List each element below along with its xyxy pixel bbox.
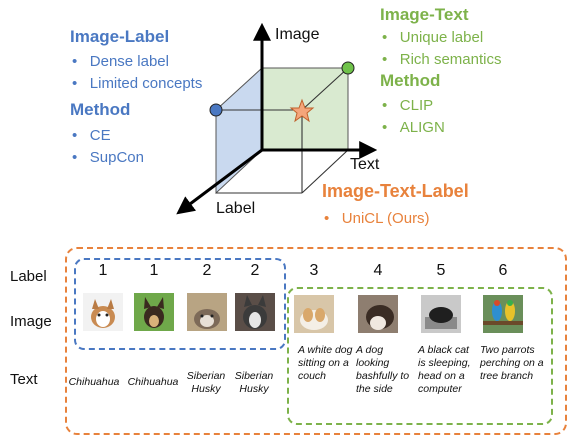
image-label-title: Image-Label xyxy=(70,27,170,46)
sample-caption: A dog looking bashfully to the side xyxy=(356,344,410,395)
image-text-point xyxy=(341,61,355,75)
image-label-bullet-1-text: Dense label xyxy=(89,53,169,70)
image-label-method-1: • CE xyxy=(72,127,111,144)
image-text-bullet-1: • Unique label xyxy=(382,29,484,46)
siberian-husky-photo xyxy=(187,293,227,331)
sample-caption: Two parrots perching on a tree branch xyxy=(480,344,544,382)
image-label-method-title: Method xyxy=(70,100,131,119)
axis-label-image: Image xyxy=(275,26,320,43)
image-text-title: Image-Text xyxy=(380,5,469,24)
row-label-image: Image xyxy=(10,313,52,330)
sample-label: 3 xyxy=(309,262,319,279)
axis-label-label: Label xyxy=(216,200,256,217)
sample-label: 1 xyxy=(149,262,159,279)
image-text-method-2: • ALIGN xyxy=(382,119,445,136)
sample-label: 2 xyxy=(202,262,212,279)
sample-caption: Siberian Husky xyxy=(234,370,274,395)
siberian-husky-photo xyxy=(235,293,275,331)
image-text-group xyxy=(287,287,553,425)
image-text-label-method-1-text: UniCL (Ours) xyxy=(341,210,430,227)
image-text-method-1-text: CLIP xyxy=(399,97,434,114)
sample-caption: A black cat is sleeping, head on a compu… xyxy=(418,344,471,395)
axis-label-text: Text xyxy=(350,156,380,173)
image-text-label-method-1: • UniCL (Ours) xyxy=(324,210,430,227)
image-text-method-1: • CLIP xyxy=(382,97,434,114)
sample-label: 1 xyxy=(98,262,108,279)
label-axis xyxy=(176,148,263,215)
chihuahua-photo xyxy=(83,293,123,331)
image-text-bullet-1-text: Unique label xyxy=(399,29,484,46)
image-text-method-title: Method xyxy=(380,71,441,90)
image-label-method-2: • SupCon xyxy=(72,149,144,166)
image-label-method-2-text: SupCon xyxy=(89,149,144,166)
image-label-bullet-1: • Dense label xyxy=(72,53,169,70)
image-label-bullet-2-text: Limited concepts xyxy=(89,75,203,92)
image-text-label-title: Image-Text-Label xyxy=(322,181,469,201)
white-dog-photo xyxy=(294,295,334,333)
image-label-point xyxy=(209,103,223,117)
row-label-label: Label xyxy=(10,268,47,285)
sample-caption: Chihuahua xyxy=(68,376,120,388)
sample-label: 5 xyxy=(436,262,446,279)
image-label-bullet-2: • Limited concepts xyxy=(72,75,203,92)
sample-label: 4 xyxy=(373,262,383,279)
parrots-photo xyxy=(483,295,523,333)
sample-caption: A white dog sitting on a couch xyxy=(298,344,353,382)
image-text-method-2-text: ALIGN xyxy=(399,119,445,136)
image-label-plane xyxy=(215,66,263,195)
sample-label: 6 xyxy=(498,262,508,279)
cube-diagram xyxy=(176,22,378,215)
image-label-method-1-text: CE xyxy=(89,127,111,144)
sample-label: 2 xyxy=(250,262,260,279)
star-marker xyxy=(289,98,315,123)
sample-caption: Siberian Husky xyxy=(186,370,226,395)
image-label-group xyxy=(74,258,286,350)
chihuahua-photo xyxy=(134,293,174,331)
image-text-bullet-2-text: Rich semantics xyxy=(399,51,502,68)
image-text-bullet-2: • Rich semantics xyxy=(382,51,502,68)
sample-caption: Chihuahua xyxy=(127,376,179,388)
cat-on-computer-photo xyxy=(421,295,461,333)
image-text-label-group xyxy=(65,247,567,435)
row-label-text: Text xyxy=(10,371,38,388)
dog-looking-aside-photo xyxy=(358,295,398,333)
